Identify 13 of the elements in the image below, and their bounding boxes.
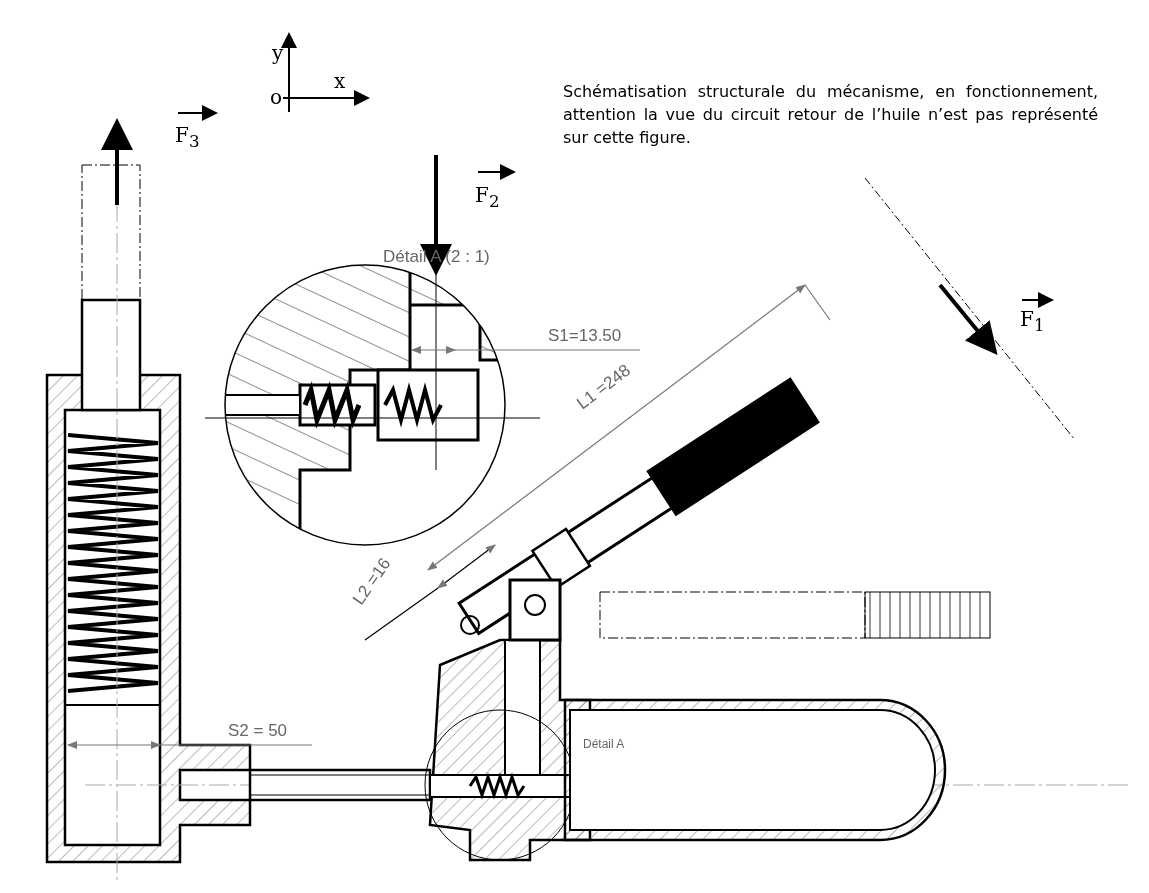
- note-text: Schématisation structurale du mécanisme, en fonctionnement, attention la vue du circuit retour de l’huile n’est pas représenté sur cette figure.: [563, 81, 1098, 150]
- axis-label: x: [334, 70, 346, 92]
- force-label: F$_{1}$: [1020, 308, 1045, 336]
- force-label: F$_{2}$: [475, 184, 500, 212]
- axis-label: y: [272, 42, 284, 64]
- force-label: F$_{3}$: [175, 124, 200, 152]
- dimension-label: S1=13.50: [548, 327, 622, 346]
- axis-label: o: [270, 86, 283, 108]
- dimension-label: L2 =16: [349, 555, 396, 609]
- dimension-label: L1 =248: [573, 361, 635, 414]
- detail-label: Détail A: [583, 738, 625, 752]
- dimension-label: S2 = 50: [228, 722, 288, 741]
- detail-label: Détail A (2 : 1): [383, 248, 490, 267]
